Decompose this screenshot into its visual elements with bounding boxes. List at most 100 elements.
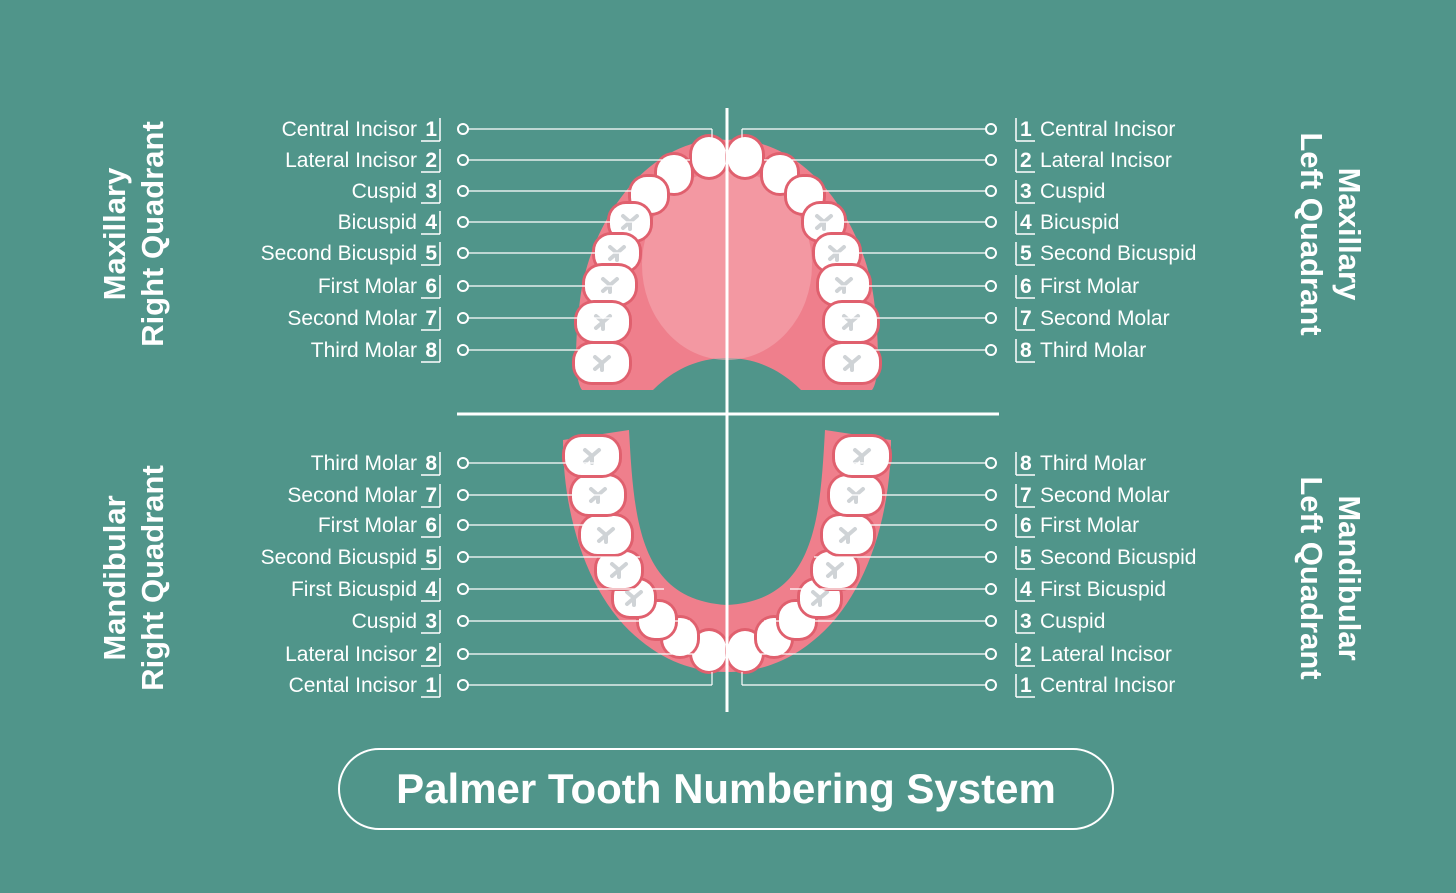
tooth-number: 2 (1020, 149, 1032, 172)
label-row-lower_right-3: 6 First Molar (318, 514, 628, 538)
tooth-name: First Molar (1040, 514, 1139, 537)
tooth-number: 7 (1020, 484, 1032, 507)
page-title: Palmer Tooth Numbering System (396, 765, 1056, 812)
tooth-name: Lateral Incisor (1040, 149, 1172, 172)
tooth-name: Third Molar (1040, 339, 1146, 362)
label-row-lower_left-3: 6 First Molar (826, 514, 1139, 538)
label-row-upper_right-1: 1 Central Incisor (282, 118, 712, 142)
tooth-number: 6 (425, 275, 437, 298)
tooth-name: Cuspid (1040, 180, 1105, 203)
tooth-name: First Molar (1040, 275, 1139, 298)
lower-left-tooth-6 (820, 513, 876, 557)
label-row-lower_left-4: 5 Second Bicuspid (814, 546, 1196, 570)
label-row-lower_left-7: 2 Lateral Incisor (742, 643, 1172, 667)
label-row-upper_left-8: 8 Third Molar (844, 339, 1146, 363)
tooth-number: 5 (1020, 546, 1032, 569)
tooth-name: Second Molar (1040, 307, 1170, 330)
tooth-number: 5 (425, 546, 437, 569)
tooth-name: Lateral Incisor (285, 149, 417, 172)
tooth-name: First Molar (318, 275, 417, 298)
label-row-upper_left-4: 4 Bicuspid (814, 211, 1119, 235)
tooth-name: Lateral Incisor (285, 643, 417, 666)
upper-left-tooth-8 (822, 341, 882, 385)
tooth-name: Second Bicuspid (1040, 242, 1196, 265)
label-row-upper_left-7: 7 Second Molar (842, 307, 1170, 331)
label-row-upper_right-4: 4 Bicuspid (338, 211, 640, 235)
tooth-number: 1 (425, 118, 437, 141)
tooth-number: 4 (1020, 578, 1032, 601)
tooth-name: Cuspid (1040, 610, 1105, 633)
tooth-number: 3 (425, 610, 437, 633)
tooth-number: 4 (425, 211, 437, 234)
label-row-upper_left-5: 5 Second Bicuspid (826, 242, 1196, 266)
tooth-name: Second Bicuspid (1040, 546, 1196, 569)
label-row-lower_left-8: 1 Central Incisor (742, 674, 1175, 698)
tooth-number: 5 (1020, 242, 1032, 265)
tooth-name: First Bicuspid (291, 578, 417, 601)
upper-right-tooth-6 (582, 263, 638, 307)
label-row-lower_right-2: 7 Second Molar (287, 484, 618, 508)
tooth-name: Central Incisor (1040, 118, 1175, 141)
tooth-number: 4 (1020, 211, 1032, 234)
label-row-upper_left-2: 2 Lateral Incisor (764, 149, 1172, 173)
label-row-upper_right-6: 6 First Molar (318, 275, 618, 299)
tooth-number: 6 (425, 514, 437, 537)
tooth-number: 1 (425, 674, 437, 697)
tooth-number: 8 (425, 339, 437, 362)
tooth-number: 6 (1020, 514, 1032, 537)
tooth-number: 1 (1020, 674, 1032, 697)
tooth-number: 8 (425, 452, 437, 475)
tooth-name: First Bicuspid (1040, 578, 1166, 601)
lower-right-tooth-6 (578, 513, 634, 557)
tooth-name: Second Molar (287, 307, 417, 330)
tooth-number: 7 (1020, 307, 1032, 330)
tooth-number: 3 (1020, 610, 1032, 633)
lower-right-tooth-8 (562, 434, 622, 478)
label-row-upper_right-5: 5 Second Bicuspid (261, 242, 628, 266)
tooth-name: Central Incisor (1040, 674, 1175, 697)
title-banner: Palmer Tooth Numbering System (338, 748, 1114, 830)
label-row-upper_left-3: 3 Cuspid (790, 180, 1105, 204)
tooth-number: 5 (425, 242, 437, 265)
tooth-number: 1 (1020, 118, 1032, 141)
tooth-number: 2 (1020, 643, 1032, 666)
tooth-number: 2 (425, 149, 437, 172)
tooth-name: Third Molar (1040, 452, 1146, 475)
tooth-number: 7 (425, 484, 437, 507)
upper-right-tooth-7 (574, 300, 632, 344)
tooth-name: Second Molar (287, 484, 417, 507)
tooth-number: 2 (425, 643, 437, 666)
tooth-name: Central Incisor (282, 118, 417, 141)
label-row-lower_left-5: 4 First Bicuspid (790, 578, 1166, 602)
label-row-upper_left-1: 1 Central Incisor (742, 118, 1175, 142)
tooth-name: Second Bicuspid (261, 242, 417, 265)
tooth-name: Cuspid (352, 180, 417, 203)
upper-right-tooth-8 (572, 341, 632, 385)
tooth-name: First Molar (318, 514, 417, 537)
tooth-name: Third Molar (311, 339, 417, 362)
label-row-lower_right-6: 3 Cuspid (352, 610, 690, 634)
label-row-upper_right-8: 8 Third Molar (311, 339, 610, 363)
tooth-number: 3 (1020, 180, 1032, 203)
tooth-name: Bicuspid (338, 211, 417, 234)
lower-left-tooth-5 (810, 549, 860, 591)
upper-left-tooth-7 (822, 300, 880, 344)
tooth-name: Bicuspid (1040, 211, 1119, 234)
lower-right-tooth-5 (594, 549, 644, 591)
tooth-number: 8 (1020, 339, 1032, 362)
lower-left-tooth-8 (832, 434, 892, 478)
tooth-name: Cuspid (352, 610, 417, 633)
tooth-name: Lateral Incisor (1040, 643, 1172, 666)
label-row-upper_right-2: 2 Lateral Incisor (285, 149, 690, 173)
